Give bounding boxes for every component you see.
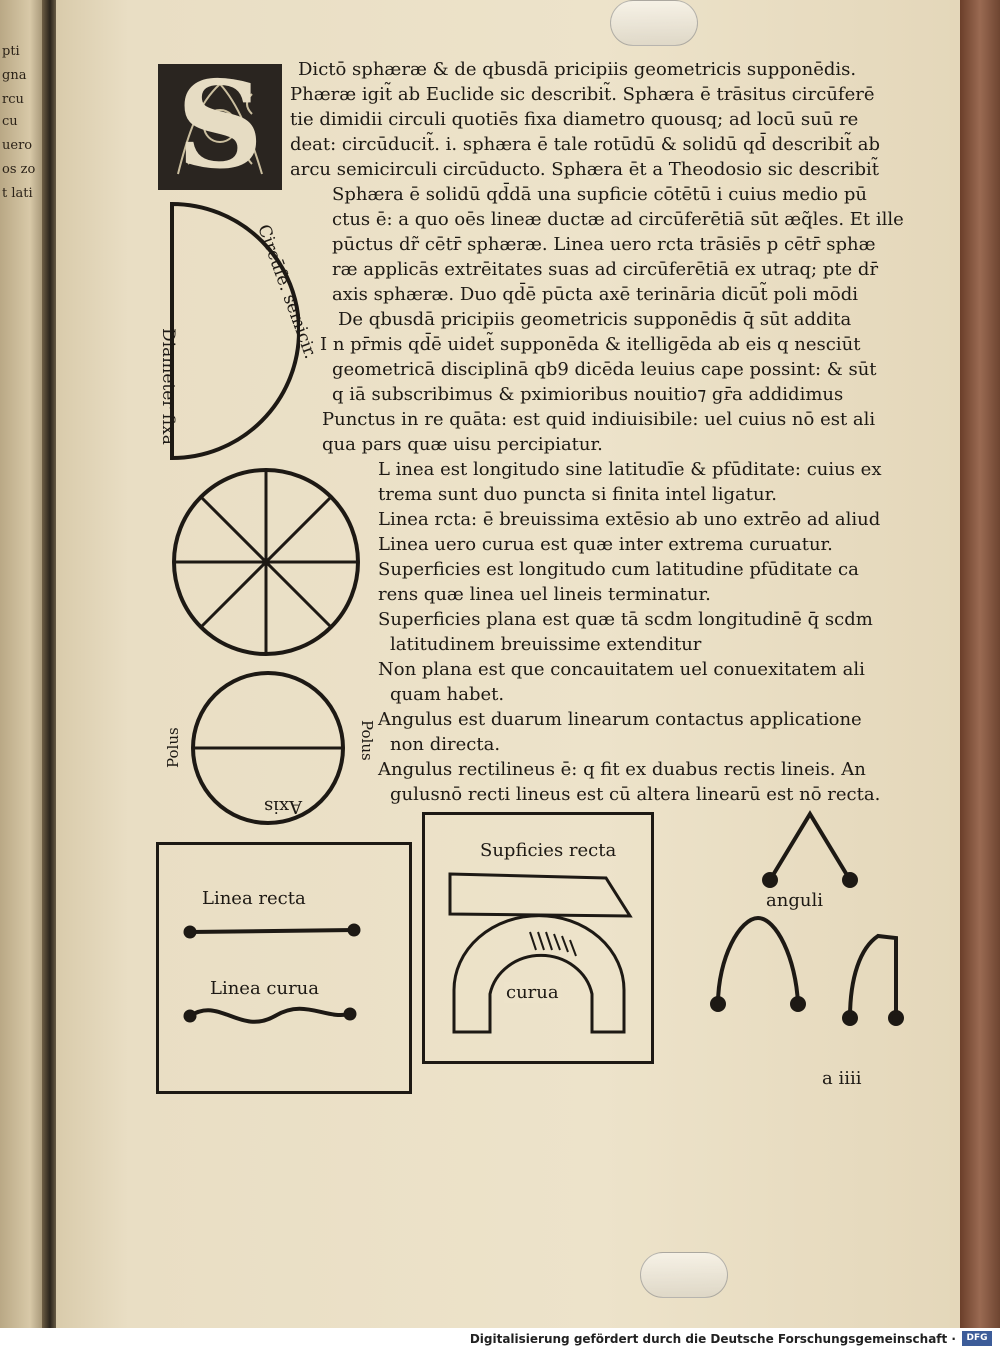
text-line: trema sunt duo puncta si finita intel li… [378, 484, 777, 505]
text-line: Linea uero curua est quæ inter extrema c… [378, 534, 833, 555]
facing-page-edge: pti gna rcu cu uero os zo t lati [0, 0, 50, 1350]
folio-signature: a iiii [822, 1068, 862, 1089]
text-line: latitudinem breuissime extenditur [390, 634, 702, 655]
text-line: Linea rcta: ē breuissima extēsio ab uno … [378, 509, 881, 530]
surface-samples [448, 872, 633, 1034]
semicircle-figure [170, 201, 300, 461]
text-line: Superficies est longitudo cum latitudine… [378, 559, 859, 580]
text-line: ctus ē: a quo oēs lineæ ductæ ad circūfe… [332, 209, 904, 230]
text-line: arcu semicirculi circūducto. Sphæra ēt a… [290, 159, 879, 180]
text-line: De qbusdā pricipiis geometricis supponēd… [338, 309, 852, 330]
text-line: non directa. [390, 734, 501, 755]
curved-surface-label: curua [504, 982, 561, 1003]
pole-left-label: Polus [164, 727, 182, 768]
axis-label: Axis [264, 796, 303, 817]
digitization-footer: Digitalisierung gefördert durch die Deut… [0, 1328, 1000, 1350]
text-line: Dictō sphæræ & de qbusdā pricipiis geome… [298, 59, 857, 80]
facing-fragment: os zo [2, 162, 36, 177]
text-line: geometricā disciplinā qb9 dicēda leuius … [332, 359, 877, 380]
facing-fragment: uero [2, 138, 33, 153]
facing-fragment: pti [2, 44, 20, 59]
text-line: Angulus rectilineus ē: q fit ex duabus r… [378, 759, 866, 780]
funding-credit: Digitalisierung gefördert durch die Deut… [469, 1332, 956, 1346]
text-line: Superficies plana est quæ tā scdm longit… [378, 609, 873, 630]
text-line: Sphæra ē solidū qd̄dā una supficie cōtēt… [332, 184, 867, 205]
book-gutter [42, 0, 58, 1350]
spoked-circle-figure [172, 468, 360, 656]
page-clip-top [610, 0, 698, 46]
angles-label: anguli [766, 890, 823, 911]
text-line: pūctus dr̃ cētr̄ sphæræ. Linea uero rcta… [332, 234, 876, 255]
text-line: ræ applicās extrēitates suas ad circūfer… [332, 259, 879, 280]
page-clip-bottom [640, 1252, 728, 1298]
text-line: Phæræ igit̃ ab Euclide sic describit̃. S… [290, 84, 875, 105]
facing-fragment: gna [2, 68, 27, 83]
surface-title-label: Supficies recta [480, 840, 617, 861]
text-line: gulusnō recti lineus est cū altera linea… [390, 784, 881, 805]
text-line: Punctus in re quāta: est quid indiuisibi… [322, 409, 876, 430]
pole-right-label: Polus [358, 720, 376, 761]
lines-figure-box [156, 842, 412, 1094]
initial-ornament [177, 83, 263, 175]
text-line: deat: circūducit̃. i. sphæra ē tale rotū… [290, 134, 881, 155]
surface-figure-box [422, 812, 654, 1064]
text-line: axis sphæræ. Duo qd̄ē pūcta axē terināri… [332, 284, 859, 305]
text-line: L inea est longitudo sine latitudīe & pf… [378, 459, 882, 480]
sphere-axis-figure [191, 671, 345, 825]
facing-fragment: cu [2, 114, 18, 129]
text-line: quam habet. [390, 684, 505, 705]
line-samples [183, 923, 361, 1024]
curved-line-label: Linea curua [210, 978, 320, 999]
text-line: Non plana est que concauitatem uel conue… [378, 659, 865, 680]
text-line: tie dimidii circuli quotiēs fixa diametr… [290, 109, 859, 130]
straight-line-label: Linea recta [202, 888, 306, 909]
book-board-edge [960, 0, 1000, 1328]
dfg-logo: DFG [962, 1331, 992, 1346]
initial-letter: S [176, 55, 264, 196]
facing-fragment: rcu [2, 92, 24, 107]
diameter-label: Diameter fixa [158, 328, 178, 445]
decorated-initial: S [158, 64, 282, 190]
book-page [56, 0, 962, 1328]
text-line: q iā subscribimus & pximioribus nouitio⁊… [332, 384, 844, 405]
text-line: I n pr̄mis qd̄ē uidet̃ supponēda & itell… [320, 334, 861, 355]
text-line: Angulus est duarum linearum contactus ap… [378, 709, 862, 730]
text-line: qua pars quæ uisu percipiatur. [322, 434, 603, 455]
facing-fragment: t lati [2, 186, 33, 201]
text-line: rens quæ linea uel lineis terminatur. [378, 584, 711, 605]
angles-figure [710, 810, 904, 1026]
